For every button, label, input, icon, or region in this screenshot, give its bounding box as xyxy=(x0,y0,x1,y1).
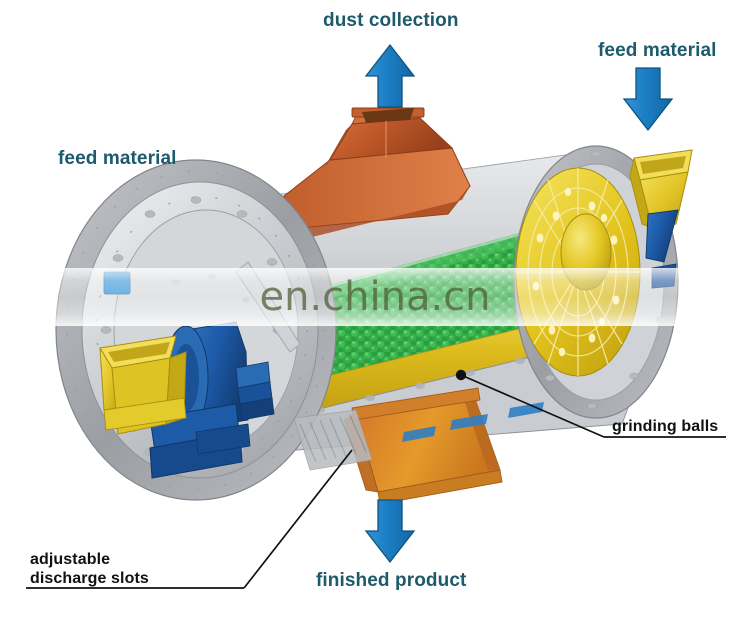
arrow-finished-product xyxy=(364,499,416,564)
callout-adjustable-discharge-slots: adjustable discharge slots xyxy=(30,551,149,589)
arrow-feed-material-right xyxy=(622,67,674,132)
label-feed-material-right: feed material xyxy=(598,40,717,61)
shell-blue-accents xyxy=(402,402,544,442)
label-feed-material-left: feed material xyxy=(58,148,177,169)
callout-leader-grinding-balls xyxy=(455,369,726,438)
arrow-dust-collection xyxy=(364,43,416,108)
label-finished-product: finished product xyxy=(316,570,467,591)
callout-line-1: adjustable xyxy=(30,551,111,568)
grate-hub xyxy=(560,213,612,291)
left-feed-chute-assembly xyxy=(99,271,275,479)
callout-line-2: discharge slots xyxy=(30,569,149,587)
callout-grinding-balls: grinding balls xyxy=(612,418,719,435)
head-bolt-circle xyxy=(66,170,326,490)
adjustable-discharge-slots-detail xyxy=(293,409,373,471)
dust-collection-hood xyxy=(283,107,471,240)
left-head-inlet-port xyxy=(103,271,131,295)
callout-leader-discharge-slots xyxy=(26,449,353,589)
label-dust-collection: dust collection xyxy=(323,10,459,31)
